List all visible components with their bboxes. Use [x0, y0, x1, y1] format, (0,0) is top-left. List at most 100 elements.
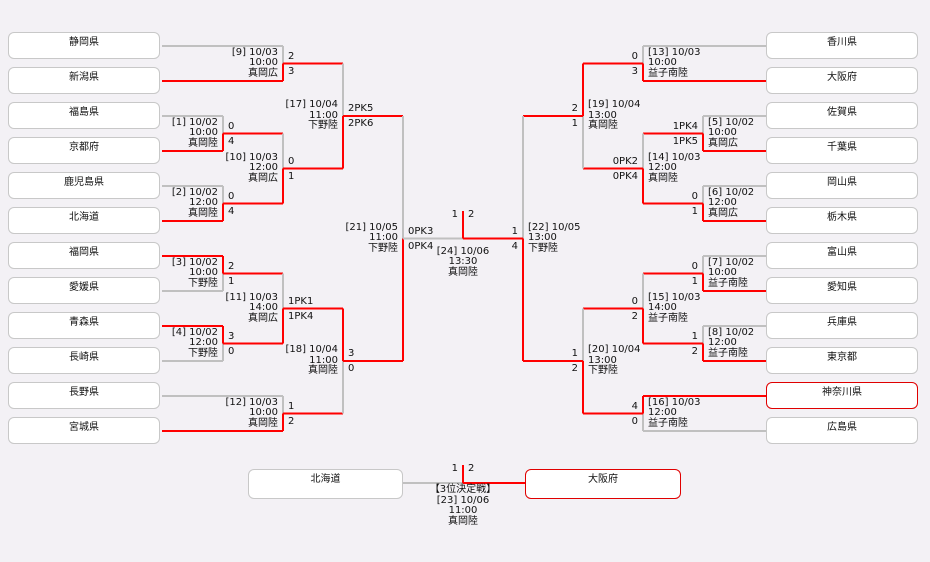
match-venue: 真岡陸	[188, 207, 218, 219]
match-time: 10:00	[249, 407, 278, 418]
team-box[interactable]: 北海道	[8, 207, 160, 234]
match-venue: 真岡陸	[648, 172, 678, 184]
score-bottom: 0PK4	[612, 170, 638, 182]
team-box-third-right[interactable]: 大阪府	[525, 469, 681, 499]
third-score-right: 2	[468, 463, 475, 474]
team-box[interactable]: 兵庫県	[766, 312, 918, 339]
match-venue: 真岡陸	[448, 515, 478, 527]
team-box[interactable]: 長野県	[8, 382, 160, 409]
match-venue: 下野陸	[308, 120, 338, 131]
score-bottom: 2	[691, 345, 698, 357]
match-time: 10:00	[648, 57, 677, 68]
match-time: 12:00	[189, 337, 218, 348]
match-venue: 真岡広	[708, 207, 738, 219]
score-top: 0	[631, 50, 638, 62]
team-box[interactable]: 静岡県	[8, 32, 160, 59]
match-time: 12:00	[648, 162, 677, 173]
score-bottom: 2	[631, 310, 638, 322]
match-time: 12:00	[708, 337, 737, 348]
match-number-date: [15] 10/03	[648, 291, 701, 303]
match-number-date: [6] 10/02	[708, 186, 755, 198]
team-box[interactable]: 広島県	[766, 417, 918, 444]
team-box[interactable]: 青森県	[8, 312, 160, 339]
match-time: 10:00	[708, 127, 737, 138]
score-bottom: 0	[228, 345, 235, 357]
match-venue: 益子南陸	[648, 417, 688, 429]
score-bottom: 1	[691, 275, 698, 287]
team-box[interactable]: 福岡県	[8, 242, 160, 269]
match-venue: 真岡陸	[308, 365, 338, 376]
match-time: 12:00	[648, 407, 677, 418]
team-box[interactable]: 富山県	[766, 242, 918, 269]
score-top: 2	[288, 50, 295, 62]
team-box[interactable]: 佐賀県	[766, 102, 918, 129]
team-box[interactable]: 栃木県	[766, 207, 918, 234]
team-box[interactable]: 香川県	[766, 32, 918, 59]
team-box[interactable]: 神奈川県	[766, 382, 918, 409]
match-time: 11:00	[448, 505, 478, 516]
match-venue: 下野陸	[188, 347, 218, 359]
team-box[interactable]: 千葉県	[766, 137, 918, 164]
match-time: 13:30	[448, 256, 478, 267]
score-top: 0	[288, 155, 295, 167]
team-box[interactable]: 東京都	[766, 347, 918, 374]
team-box[interactable]: 長崎県	[8, 347, 160, 374]
match-venue: 下野陸	[528, 242, 558, 254]
score-bottom: 2	[571, 363, 578, 374]
team-box[interactable]: 京都府	[8, 137, 160, 164]
score-bottom: 1PK4	[288, 310, 314, 322]
match-venue: 真岡広	[248, 312, 278, 324]
score-top: 2PK5	[348, 103, 374, 114]
match-venue: 真岡陸	[248, 417, 278, 429]
score-bottom: 3	[631, 65, 638, 77]
score-top: 0	[228, 120, 235, 132]
match-number-date: [20] 10/04	[588, 344, 641, 355]
score-top: 1	[288, 400, 295, 412]
match-number-date: [4] 10/02	[171, 326, 218, 338]
match-time: 10:00	[189, 267, 218, 278]
score-bottom: 1PK5	[672, 135, 698, 147]
match-time: 14:00	[648, 302, 677, 313]
score-top: 2	[228, 260, 235, 272]
team-box[interactable]: 愛知県	[766, 277, 918, 304]
score-bottom: 1	[228, 275, 235, 287]
match-number-date: [8] 10/02	[708, 326, 755, 338]
match-venue: 真岡陸	[448, 266, 478, 278]
match-number-date: [22] 10/05	[528, 221, 581, 233]
team-box[interactable]: 新潟県	[8, 67, 160, 94]
team-box[interactable]: 宮城県	[8, 417, 160, 444]
team-box[interactable]: 岡山県	[766, 172, 918, 199]
team-box[interactable]: 大阪府	[766, 67, 918, 94]
match-venue: 真岡広	[708, 137, 738, 149]
final-score-right: 2	[468, 209, 475, 220]
team-box[interactable]: 愛媛県	[8, 277, 160, 304]
team-box[interactable]: 福島県	[8, 102, 160, 129]
match-venue: 下野陸	[188, 277, 218, 289]
match-time: 12:00	[249, 162, 278, 173]
score-top: 1	[511, 225, 518, 237]
match-time: 10:00	[249, 57, 278, 68]
score-top: 0	[691, 260, 698, 272]
match-time: 14:00	[249, 302, 278, 313]
match-number-date: [3] 10/02	[171, 256, 218, 268]
team-box-third-left[interactable]: 北海道	[248, 469, 403, 499]
match-time: 11:00	[309, 354, 338, 366]
match-number-date: [7] 10/02	[708, 256, 755, 268]
match-venue: 下野陸	[588, 365, 618, 376]
score-bottom: 4	[228, 135, 235, 147]
match-number-date: [17] 10/04	[285, 99, 338, 110]
match-time: 12:00	[189, 197, 218, 208]
team-box[interactable]: 鹿児島県	[8, 172, 160, 199]
match-number-date: [24] 10/06	[436, 245, 490, 257]
